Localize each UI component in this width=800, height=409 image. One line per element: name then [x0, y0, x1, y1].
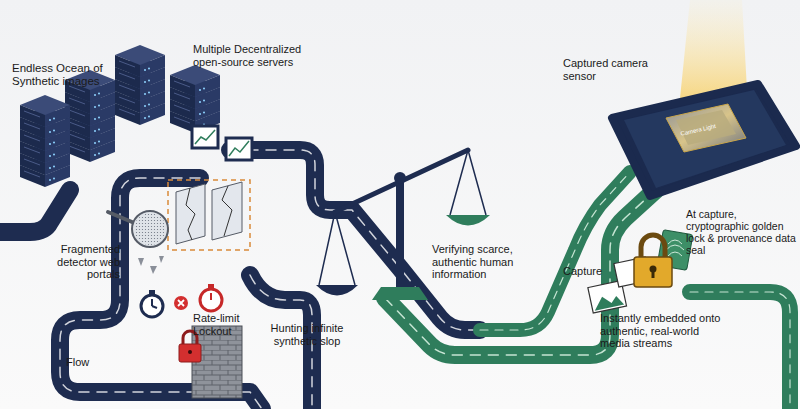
- scale-beam: [335, 150, 468, 212]
- fragment: [138, 258, 144, 266]
- stopwatch-button: [149, 290, 155, 294]
- photo-landscape: [592, 293, 624, 311]
- keyhole: [188, 350, 192, 354]
- stopwatch-hand: [210, 293, 212, 300]
- image-frames: [192, 126, 252, 160]
- region-label: Fragmented detector web portals: [22, 243, 120, 281]
- pipe: [60, 178, 262, 409]
- scale-chain: [450, 150, 486, 215]
- dashed-bracket: [168, 180, 250, 250]
- pipe: [0, 190, 70, 232]
- server-unit: [170, 65, 220, 97]
- lock-body: [634, 257, 672, 287]
- image-frame: [226, 138, 252, 160]
- chart-line: [195, 130, 215, 144]
- stopwatch-hand: [151, 299, 153, 306]
- pipe-flow-line: [690, 292, 790, 409]
- region-label: Captured camera sensor: [563, 57, 663, 82]
- region-label: Hunting infinite synthetic slop: [268, 322, 346, 347]
- chip-marking: Camera Light: [680, 118, 740, 138]
- image-frame: [192, 126, 218, 148]
- error-cross: [178, 300, 184, 306]
- synthetic-pipes: [0, 150, 480, 409]
- authentic-pipes: [385, 172, 790, 409]
- server-unit: [20, 95, 70, 127]
- region-label: Instantly embedded onto authentic, real-…: [600, 312, 725, 350]
- chart-line: [229, 141, 249, 156]
- fragment: [150, 266, 157, 274]
- sensor-chip: [666, 104, 746, 152]
- scale-base: [372, 287, 428, 300]
- scale-post: [396, 178, 404, 290]
- region-label: Multiple Decentralized open-source serve…: [193, 43, 328, 68]
- region-label: Verifying scarce, authentic human inform…: [432, 243, 550, 281]
- scale-pan: [446, 215, 490, 226]
- error-badge: [174, 296, 188, 310]
- region-label: Capture: [563, 265, 613, 278]
- sieve-mesh: [134, 213, 166, 245]
- crack-line: [186, 188, 195, 240]
- region-label: Rate-limit Lockout: [193, 312, 263, 337]
- stopwatch-button: [208, 284, 214, 288]
- golden-lock: [634, 230, 693, 287]
- stopwatch: [141, 295, 163, 317]
- lock-body: [179, 344, 201, 362]
- flow-label: Flow: [66, 356, 106, 369]
- fingerprint: [666, 240, 684, 256]
- phone-screen: [624, 90, 786, 188]
- phone-body: [612, 84, 796, 196]
- region-label: Endless Ocean of Synthetic images: [12, 62, 132, 88]
- shattered-portals: [168, 180, 250, 250]
- scale-pivot: [394, 172, 406, 184]
- crack-line: [222, 186, 232, 236]
- sieve-bowl: [132, 211, 168, 247]
- lock-shackle: [641, 235, 665, 258]
- fragment: [159, 256, 164, 263]
- pipe: [690, 292, 790, 409]
- region-label: At capture, cryptographic golden lock & …: [686, 208, 798, 256]
- pipe-flow-line: [60, 178, 262, 409]
- glass-pane: [212, 182, 242, 240]
- keyhole-slot: [652, 270, 655, 278]
- server-unit: [115, 45, 165, 77]
- stopwatch: [200, 289, 222, 311]
- scale-chain: [319, 212, 355, 285]
- sieve-handle: [108, 212, 132, 222]
- glass-pane: [176, 184, 205, 244]
- stopwatch-hand: [152, 306, 157, 308]
- camera-phone: [612, 0, 796, 196]
- scale-pan: [316, 285, 358, 296]
- lockout-wall: [179, 326, 242, 398]
